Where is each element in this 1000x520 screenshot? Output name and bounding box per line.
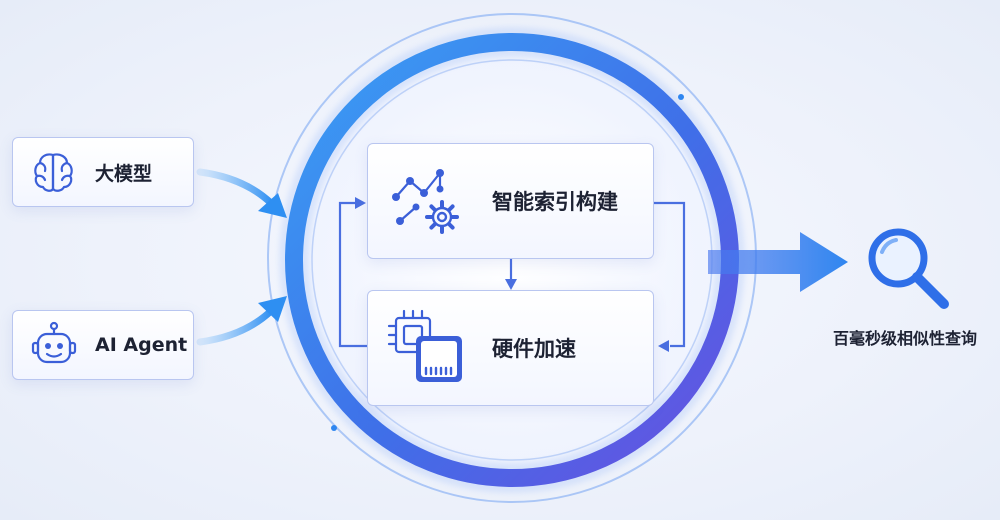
core-down-arrow-head [505,279,517,290]
loop-left [338,201,368,348]
core-label: 智能索引构建 [492,190,618,214]
magnifier-icon [868,228,949,309]
arrow-from-agent [196,306,276,346]
core-card-index: 智能索引构建 [367,143,654,259]
robot-icon [31,321,77,364]
arrow-from-llm [196,168,276,208]
input-label: 大模型 [95,162,153,185]
graph-gear-icon [392,169,459,234]
brain-icon [34,153,73,192]
core-label: 硬件加速 [492,337,576,361]
input-card-agent: AI Agent [12,310,194,380]
ring-dot [331,425,337,431]
output-arrow [708,232,848,292]
input-card-llm: 大模型 [12,137,194,207]
loop-left-head [355,197,366,209]
output-label: 百毫秒级相似性查询 [832,329,977,348]
chip-icon [387,309,462,382]
input-label: AI Agent [95,334,188,356]
ring-dot [678,94,684,100]
arrow-head-agent [258,296,287,322]
loop-right-head [658,340,669,352]
arrow-head-llm [258,193,287,218]
core-card-hw: 硬件加速 [367,290,654,406]
loop-right [654,201,686,348]
